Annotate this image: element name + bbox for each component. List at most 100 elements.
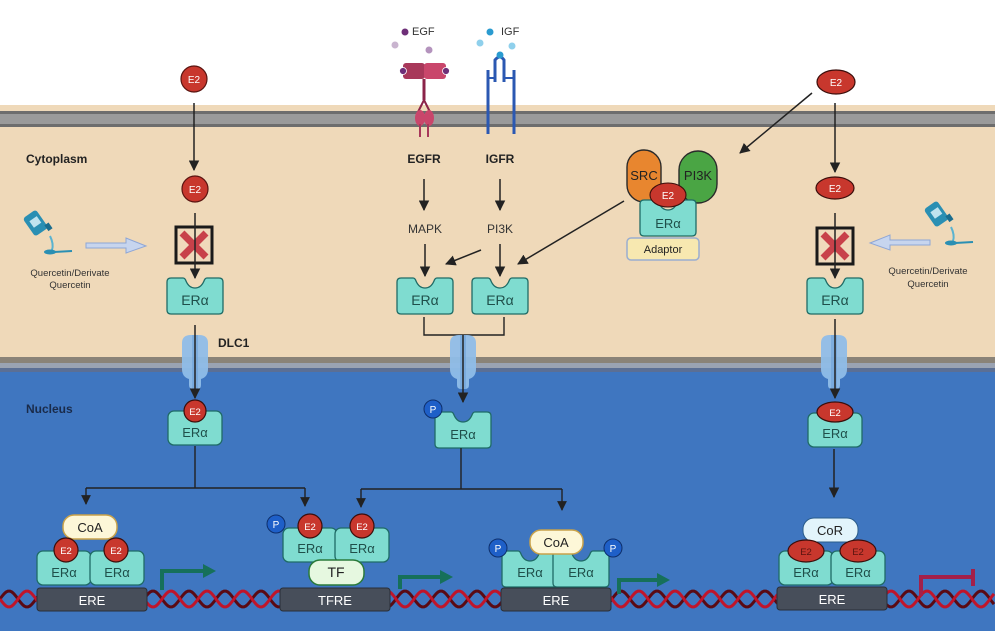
e2-ligand [649,182,687,208]
egf-label: EGF [412,26,435,38]
cytoplasm-label: Cytoplasm [26,152,87,166]
phospho-group [266,514,286,534]
tfre-complex: ERα ERα E2 E2 P TF TFRE [266,513,453,612]
egf-dot [401,28,409,36]
era-label: ERα [568,565,594,580]
e2-label: E2 [60,546,72,557]
e2-ligand [180,65,208,93]
coa-label: CoA [543,535,569,550]
phospho-label: P [495,544,502,555]
era-label: ERα [517,565,543,580]
e2-label: E2 [662,191,675,202]
era-label: ERα [104,565,130,580]
phospho-group [423,399,443,419]
e2-label: E2 [829,184,842,195]
e2-ligand [183,399,207,423]
igfr-label: IGFR [486,152,515,166]
e2-label: E2 [830,78,843,89]
activation-arrow-icon [398,575,442,589]
ere-element [776,586,888,611]
era-label: ERα [450,427,476,442]
pathway-genomic-left: E2 E2 ERα Quercetin/Derivate Quercetin D… [21,65,310,507]
e2-label: E2 [189,407,201,418]
phospho-label: P [610,544,617,555]
e2-ligand [787,539,825,563]
e2-label: E2 [356,522,368,533]
ere-label: ERE [819,592,846,607]
tfre-element [279,587,391,612]
egfr-receptor [399,63,450,137]
activation-arrow-icon [160,569,205,590]
activation-arrow-icon [617,578,659,594]
pi3k-kinase [678,150,718,204]
e2-label: E2 [829,408,841,419]
mapk-label: MAPK [408,222,442,236]
phospho-group [603,538,623,558]
pathway-growth-factor: EGF IGF EGFR IGFR [356,26,567,511]
inhibitor-arrow [868,234,931,251]
adaptor-label: Adaptor [644,244,683,256]
e2-label: E2 [188,75,201,86]
era-label: ERα [297,541,323,556]
era-label: ERα [182,425,208,440]
pathway-genomic-right: E2 Quercetin/Derivate Quercetin ERα ERα … [806,103,974,499]
e2-label: E2 [800,547,812,558]
era-label: ERα [793,565,819,580]
src-pi3k-complex: SRC PI3K ERα E2 Adaptor [626,149,718,261]
era-label: ERα [845,565,871,580]
plasma-membrane [0,111,995,127]
era-label: ERα [181,292,209,308]
ere-complex-coactivator-1: ERα ERα CoA E2 E2 ERE [36,514,216,612]
quercetin-label-line1: Quercetin/Derivate [888,266,967,277]
ere-label: ERE [543,593,570,608]
e2-label: E2 [304,522,316,533]
coa-label: CoA [77,520,103,535]
e2-ligand [181,175,209,203]
e2-label: E2 [110,546,122,557]
quercetin-label-line2: Quercetin [907,279,948,290]
ere-complex-coactivator-2: ERα ERα CoA P P ERE [488,529,670,612]
ere-element [36,587,148,612]
repression-arrow-icon [919,575,973,596]
corepressor [802,517,859,543]
inhibitor-arrow [85,237,148,254]
era-label: ERα [51,565,77,580]
e2-label: E2 [189,185,202,196]
src-label: SRC [630,168,657,183]
e2-ligand [816,69,856,95]
nucleus-label: Nucleus [26,402,73,416]
pathway-nongenomic: E2 SRC PI3K ERα E2 Adaptor [517,69,856,265]
pi3k-label: PI3K [487,222,513,236]
e2-ligand [103,537,129,563]
phospho-group [488,538,508,558]
era-label: ERα [655,216,681,231]
e2-ligand [53,537,79,563]
e2-ligand [349,513,375,539]
igf-label: IGF [501,26,520,38]
tf-label: TF [327,564,344,580]
cor-label: CoR [817,523,843,538]
adaptor-protein [626,237,700,261]
e2-ligand [839,539,877,563]
pi3k-complex-label: PI3K [684,168,713,183]
era-label: ERα [821,292,849,308]
e2-ligand [297,513,323,539]
e2-ligand [816,401,854,423]
era-label: ERα [349,541,375,556]
dlc1-label: DLC1 [218,336,250,350]
ere-element [500,587,612,612]
quercetin-label-line2: Quercetin [49,280,90,291]
coactivator [62,514,118,540]
egfr-label: EGFR [407,152,441,166]
era-label: ERα [486,292,514,308]
tfre-label: TFRE [318,593,352,608]
era-label: ERα [411,292,439,308]
phospho-label: P [273,520,280,531]
ere-label: ERE [79,593,106,608]
phospho-label: P [430,405,437,416]
quercetin-label-line1: Quercetin/Derivate [30,268,109,279]
era-label: ERα [822,426,848,441]
igfr-receptor [486,51,516,134]
ere-complex-corepressor: ERα ERα CoR E2 E2 ERE [776,517,975,611]
